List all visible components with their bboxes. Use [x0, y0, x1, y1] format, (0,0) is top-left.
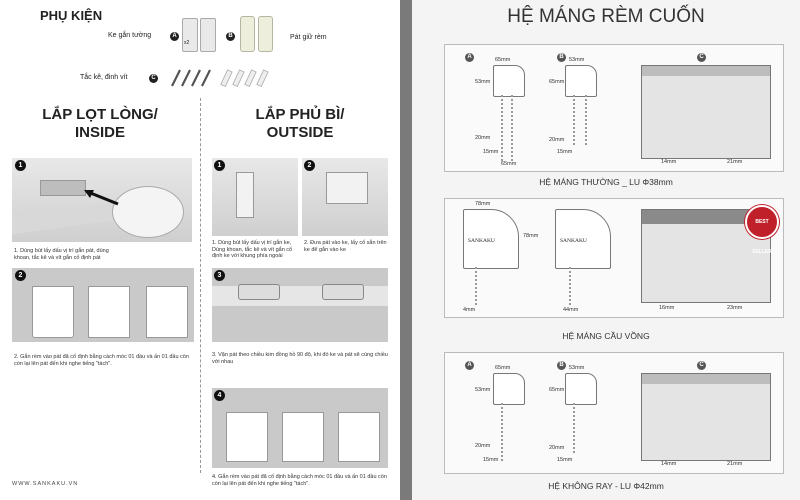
system3-dim-c-right: 21mm: [727, 461, 743, 467]
system1-dim-c-left: 14mm: [661, 159, 677, 165]
system3-dim-a-side: 20mm: [475, 443, 491, 449]
system1-dim-a-side: 20mm: [475, 135, 491, 141]
cord-holder-icon: [240, 16, 255, 52]
inside-step2-text: 2. Gắn rèm vào pát đã cố định bằng cách …: [14, 354, 199, 367]
outside-step1-text: 1. Dùng bút lấy dấu vị trí gắn ke, Dùng …: [212, 240, 293, 259]
system2-dim-c-left: 16mm: [659, 305, 675, 311]
system1-badge-c: C: [697, 53, 706, 62]
system2-dim-side: 78mm: [523, 233, 539, 239]
qty-a: x2: [184, 40, 190, 46]
system3-bracket-b-drawing: [565, 373, 597, 405]
outside-step2-number: 2: [304, 160, 315, 171]
badge-a: A: [170, 32, 179, 41]
system3-dim-b-height: 65mm: [549, 387, 565, 393]
system3-dim-a-width: 65mm: [495, 365, 511, 371]
accessories-title: PHỤ KIỆN: [40, 8, 103, 23]
inside-step1-number: 1: [15, 160, 26, 171]
outside-step1-photo: [212, 158, 298, 236]
outside-title-line1: LẮP PHỦ BÌ/: [255, 106, 345, 123]
outside-step4-text: 4. Gắn rèm vào pát đã cố định bằng cách …: [212, 474, 387, 487]
system1-dim-a-base: 65mm: [501, 161, 517, 167]
system2-panel: SANKAKU SANKAKU BEST SELLER 78mm 78mm 4m…: [444, 198, 784, 318]
column-divider: [200, 98, 202, 473]
outside-step2-photo: [302, 158, 388, 236]
system3-front-drawing: [641, 373, 771, 461]
system1-badge-a: A: [465, 53, 474, 62]
system1-badge-b: B: [557, 53, 566, 62]
system2-side-drawing: SANKAKU: [463, 209, 519, 269]
wall-bracket-icon: [182, 18, 198, 52]
system2-dim-bottom-left: 4mm: [463, 307, 476, 313]
right-page-rail-systems: HỆ MÁNG RÈM CUỐN A B C 65mm 53mm 20mm 15…: [412, 0, 800, 500]
arrow-icon: [84, 190, 119, 206]
wall-bracket-icon: [200, 18, 216, 52]
system2-brand: SANKAKU: [468, 238, 495, 244]
system1-dim-a-bottom: 15mm: [483, 149, 499, 155]
system1-dim-a-height: 53mm: [475, 79, 491, 85]
outside-step1-number: 1: [214, 160, 225, 171]
best-seller-badge: BEST SELLER: [745, 205, 779, 255]
system2-front-side-drawing: SANKAKU: [555, 209, 611, 269]
system2-dim-bottom-mid: 44mm: [563, 307, 579, 313]
system1-dim-b-bottom: 15mm: [557, 149, 573, 155]
system3-badge-c: C: [697, 361, 706, 370]
system3-dim-b-width: 53mm: [569, 365, 585, 371]
system1-dim-b-width: 53mm: [569, 57, 585, 63]
system2-dim-top: 78mm: [475, 201, 491, 207]
outside-step4-number: 4: [214, 390, 225, 401]
system3-bracket-a-drawing: [493, 373, 525, 405]
system3-dim-c-left: 14mm: [661, 461, 677, 467]
systems-title: HỆ MÁNG RÈM CUỐN: [507, 6, 705, 27]
system1-dim-b-side: 20mm: [549, 137, 565, 143]
inside-step2-text-line2: còn lại lên pát đến khi nghe tiếng "tách…: [14, 360, 112, 367]
system1-dim-a-width: 65mm: [495, 57, 511, 63]
screws-label: Tắc kê, đinh vít: [80, 74, 128, 81]
outside-step4-photo: [212, 388, 388, 468]
system1-front-drawing: [641, 65, 771, 159]
system1-dim-c-right: 21mm: [727, 159, 743, 165]
outside-title: LẮP PHỦ BÌ/ OUTSIDE: [200, 106, 400, 142]
inside-step2-text-line1: 2. Gắn rèm vào pát đã cố định bằng cách …: [14, 354, 189, 360]
system3-dim-b-bottom: 15mm: [557, 457, 573, 463]
outside-step3-text: 3. Vặn pát theo chiều kim đồng hồ 90 độ,…: [212, 352, 388, 365]
outside-step3-photo: [212, 268, 388, 342]
inside-title-line1: LẮP LỌT LÒNG/: [42, 106, 158, 123]
inside-step2-photo: [12, 268, 194, 342]
screws-icon: [171, 69, 269, 88]
outside-step3-number: 3: [214, 270, 225, 281]
badge-b: B: [226, 32, 235, 41]
system3-dim-b-side: 20mm: [549, 445, 565, 451]
system2-caption: HỆ MÁNG CẦU VỒNG: [562, 331, 650, 341]
inside-title: LẮP LỌT LÒNG/ INSIDE: [0, 106, 200, 142]
outside-step2-text: 2. Đưa pát vào ke, lấy cố sẵn trên ke để…: [304, 240, 387, 253]
inside-step1-photo: [12, 158, 192, 242]
system1-caption: HỆ MÁNG THƯỜNG _ LU Φ38mm: [539, 177, 673, 187]
system1-panel: A B C 65mm 53mm 20mm 15mm 65mm 53mm 65mm…: [444, 44, 784, 172]
inside-title-line2: INSIDE: [74, 124, 125, 141]
system3-dim-a-height: 53mm: [475, 387, 491, 393]
system3-badge-a: A: [465, 361, 474, 370]
cord-holder-icon: [258, 16, 273, 52]
system3-panel: A B C 65mm 53mm 20mm 15mm 53mm 65mm 20mm…: [444, 352, 784, 474]
system2-dim-c-right: 23mm: [727, 305, 743, 311]
system3-badge-b: B: [557, 361, 566, 370]
footer-website: WWW.SANKAKU.VN: [12, 481, 79, 487]
system1-dim-b-height: 65mm: [549, 79, 565, 85]
system1-bracket-b-drawing: [565, 65, 597, 97]
inside-step1-text: 1. Dùng bút lấy dấu vị trí gắn pát, dùng…: [14, 248, 109, 261]
cord-holder-label: Pát giữ rèm: [290, 34, 327, 41]
system1-bracket-a-drawing: [493, 65, 525, 97]
system2-brand2: SANKAKU: [560, 238, 587, 244]
system3-caption: HỆ KHÔNG RAY - LU Φ42mm: [548, 481, 664, 491]
wall-bracket-label: Ke gắn tường: [108, 32, 152, 39]
outside-title-line2: OUTSIDE: [266, 124, 334, 141]
system3-dim-a-bottom: 15mm: [483, 457, 499, 463]
badge-c: C: [149, 74, 158, 83]
left-page-installation: PHỤ KIỆN Ke gắn tường A x2 B Pát giữ rèm…: [0, 0, 400, 500]
inside-step2-number: 2: [15, 270, 26, 281]
